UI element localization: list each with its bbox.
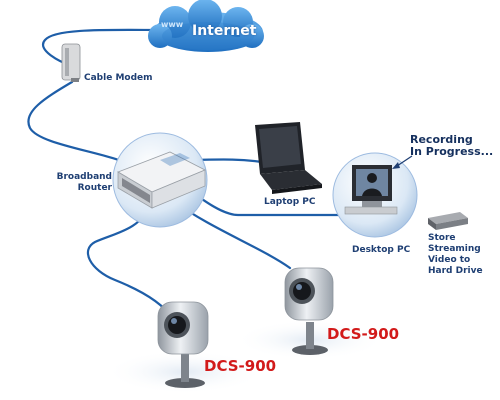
recording-label: Recording In Progress... [410,133,494,158]
camera-1-label: DCS-900 [204,357,277,375]
router-label: Broadband Router [56,172,112,193]
storage-label: Store Streaming Video to Hard Drive [428,233,483,276]
desktop-label: Desktop PC [352,245,411,255]
cable-modem-label: Cable Modem [84,73,153,83]
hard-drive-icon [428,212,468,230]
internet-label: Internet [192,23,257,39]
laptop-icon [255,122,322,194]
camera-icon [157,301,209,388]
cable-modem-router [27,80,140,170]
www-label: www [161,20,184,29]
cable-modem-icon [61,43,81,82]
cable-router-camera-1 [86,203,174,320]
cloud-icon [148,0,264,52]
router-icon [112,132,208,228]
cable-internet-modem [41,28,167,68]
camera-2-label: DCS-900 [327,325,400,343]
camera-icon [284,267,334,355]
laptop-label: Laptop PC [264,197,316,207]
desktop-pc-icon [332,152,418,238]
